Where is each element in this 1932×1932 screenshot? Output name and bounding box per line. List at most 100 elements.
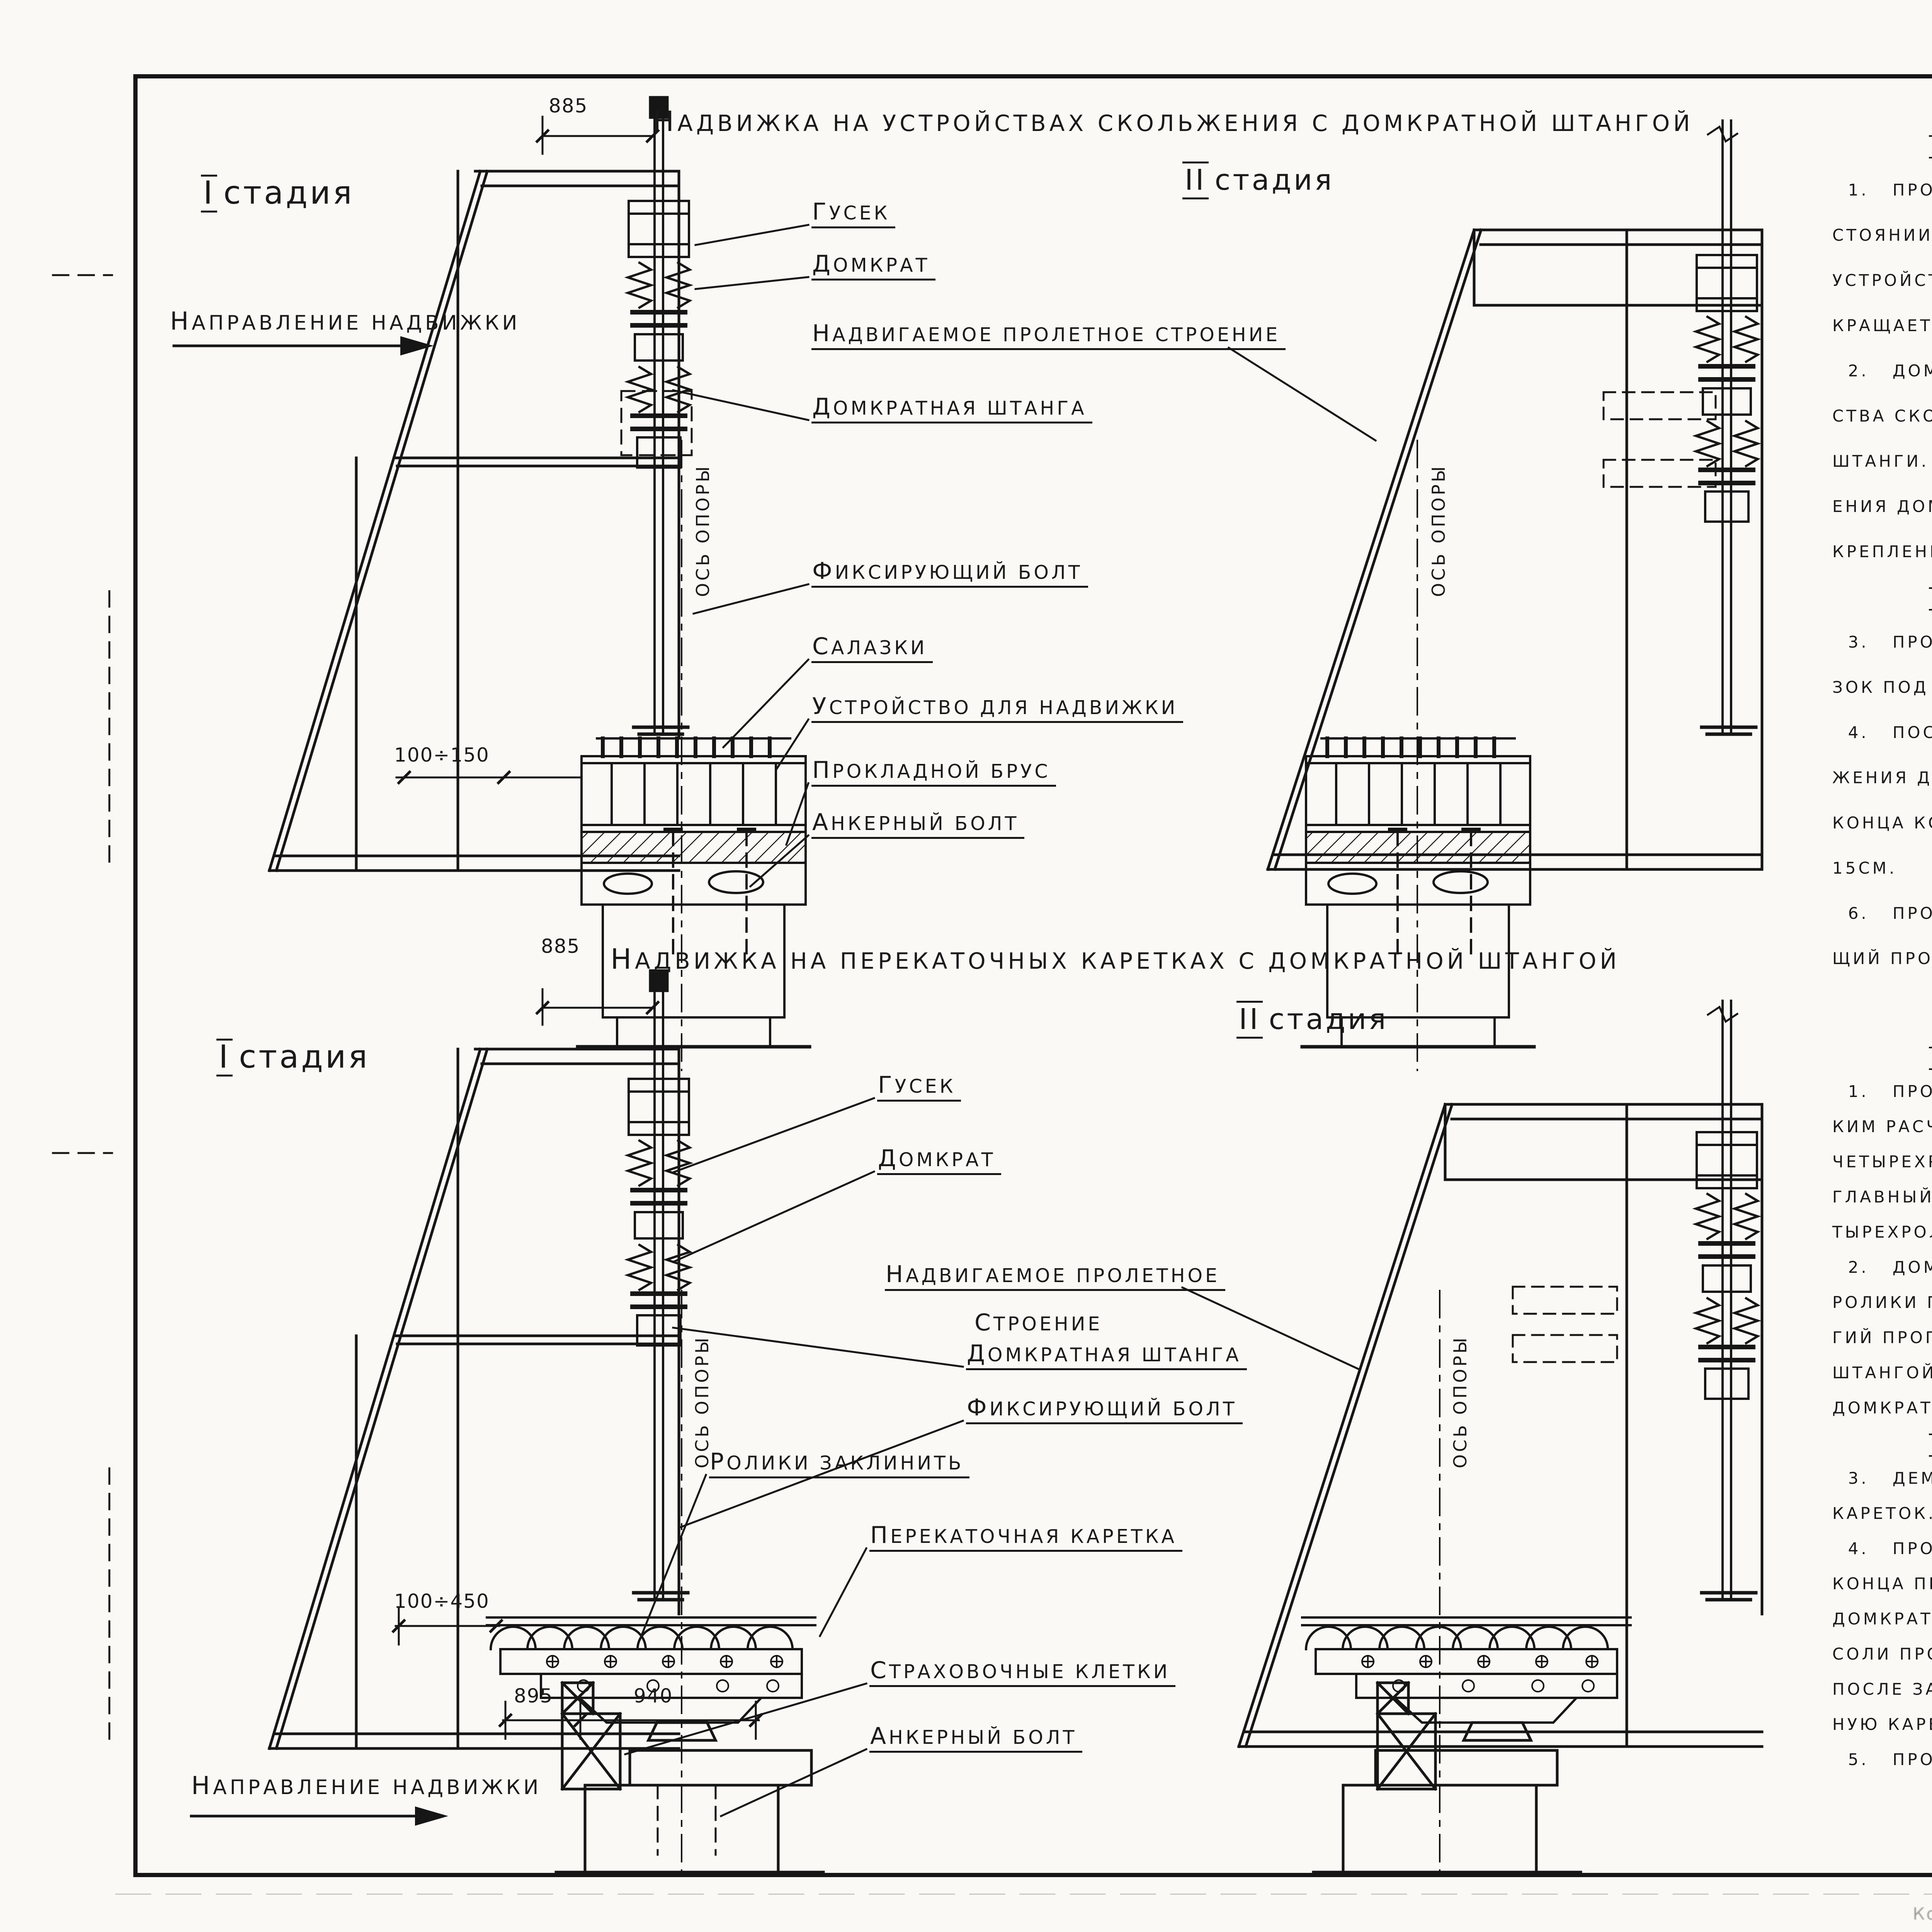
label-span: Надвигаемое пролетное строение <box>811 323 1286 350</box>
fig1-girder <box>52 169 693 872</box>
procedure-line: 1. Пролетное строение надвигается в прол… <box>1848 1082 1932 1101</box>
label-spacer-beam: Прокладной брус <box>811 759 1056 787</box>
scheme2-title: Надвижка на перекаточных каретках с домк… <box>611 943 1620 975</box>
label-fixing-bolt-2: Фиксирующий болт <box>966 1397 1243 1424</box>
procedure-line: Главный балансир восьмирольной перекаточ… <box>1832 1187 1932 1206</box>
stage-roman: I <box>201 175 218 213</box>
procedure-line: зок под пролетное строение. <box>1832 678 1929 697</box>
fig4-axis-label: Ось опоры <box>1450 1335 1471 1468</box>
label-anchor-bolt: Анкерный болт <box>811 811 1025 839</box>
procedure-block-2: Последовательность производства работ Iс… <box>1832 1008 1932 1785</box>
scheme1-direction-label: Направление надвижки <box>170 307 520 336</box>
fig4-jack-rod <box>1696 1000 1758 1602</box>
procedure-line: ства скольжения с установкой салазок под… <box>1832 406 1932 425</box>
label-anchor-bolt-2: Анкерный болт <box>869 1725 1083 1753</box>
scheme2-direction-label: Направление надвижки <box>191 1772 542 1800</box>
procedure-line: стоянии между торцом пролетного строения… <box>1832 226 1932 245</box>
dim-940: 940 <box>634 1685 673 1707</box>
dim-885: 885 <box>549 95 588 117</box>
fig1-jack-rod <box>628 96 690 736</box>
fig3-dims <box>391 988 763 1740</box>
procedure-line: штангой. Устанавливаются фиксирующие бол… <box>1832 1363 1932 1382</box>
procedure-line: 2. Домкратная штанга опускается на накат… <box>1848 361 1932 380</box>
fig3-leaders <box>624 1097 1362 1818</box>
procedure-line: кращается. <box>1832 316 1932 335</box>
stage-roman: I <box>216 1039 233 1077</box>
procedure-line: 5. Производится надвижка пролетного стро… <box>1848 1750 1932 1769</box>
fig4-carriage-pier <box>1302 1617 1631 1874</box>
procedure-line: 1. Пролетное строение надвигается в прол… <box>1848 180 1932 199</box>
procedure-line: щий пролет. <box>1832 949 1932 968</box>
procedure-line: тырехрольный балансир подклиниваются на … <box>1832 1223 1932 1242</box>
procedure-line: жения домкратная штанга поднимается на в… <box>1832 768 1932 787</box>
fig3-axis-label: Ось опоры <box>692 1335 713 1468</box>
procedure-column: Последовательность производства работ Iс… <box>1832 97 1932 1785</box>
procedure-line: 3. Демонтируются упоры, заклинивающие ро… <box>1848 1469 1932 1488</box>
fig2-girder <box>1266 228 1764 871</box>
drawing-frame <box>133 74 1932 1877</box>
label-rod: Домкратная штанга <box>811 396 1092 423</box>
fig3-jack-rod <box>628 969 690 1602</box>
label-gusek: Гусек <box>811 201 896 228</box>
label-device: Устройство для надвижки <box>811 696 1184 723</box>
procedure-line: ения домкратной штангой. Устанавливаются… <box>1832 497 1932 516</box>
stage-roman: II <box>1182 162 1209 199</box>
procedure-line: кареток. <box>1832 1504 1932 1523</box>
dim-885-2: 885 <box>541 935 580 957</box>
label-rod-2: Домкратная штанга <box>966 1343 1247 1370</box>
direction-arrow-icon <box>415 1806 448 1826</box>
procedure-line: 15см. <box>1832 859 1897 878</box>
procedure-line: устройства на опоре 10÷15см надвижка про… <box>1832 271 1932 290</box>
label-span-line2: строение <box>975 1309 1103 1336</box>
fig1-pier-device <box>578 738 810 1047</box>
fig1-axis-label: Ось опоры <box>692 464 713 597</box>
procedure-line: 3. Пролетное строение надвигается на опо… <box>1848 633 1932 651</box>
fig2-axis-label: Ось опоры <box>1428 464 1449 597</box>
procedure-block-1: Последовательность производства работ Iс… <box>1832 97 1932 994</box>
procedure-line: домкратной штанги. <box>1832 1398 1932 1417</box>
procedure-line: Ролики перекаточной каретки заклиниваютс… <box>1832 1293 1932 1312</box>
fig2-jack-rod <box>1696 119 1758 736</box>
label-gusek-2: Гусек <box>877 1074 961 1102</box>
direction-arrow-icon <box>400 336 434 355</box>
label-safety-cribs: Страховочные клетки <box>869 1660 1176 1687</box>
procedure-line: ким расчетом, чтобы ось домкратной штанг… <box>1832 1117 1932 1136</box>
label-jack-2: Домкрат <box>877 1148 1001 1175</box>
procedure-line: крепления лыжи домкратной штанги. <box>1832 542 1932 561</box>
procedure-heading: Последовательность производства работ <box>1832 1008 1932 1035</box>
procedure-line: конца консоли пролетного строения в след… <box>1832 813 1932 832</box>
label-carriage: Перекаточная каретка <box>869 1524 1183 1552</box>
procedure-line: 6. Производится надвижка пролетного стро… <box>1848 904 1932 923</box>
procedure-line: конца пролетного строения на 5-й ролик п… <box>1832 1574 1932 1593</box>
procedure-line: 2. Домкратная штанга опускается на перек… <box>1848 1258 1932 1277</box>
fig1-dims <box>395 116 660 785</box>
procedure-line: 4. Пролетное строение надвигается на опо… <box>1848 1539 1932 1558</box>
procedure-line: домкратная штанга поднимается на величин… <box>1832 1609 1932 1628</box>
procedure-line: штанги. Выбирается упругий прогиб конца … <box>1832 452 1929 471</box>
dim-895: 895 <box>514 1685 553 1707</box>
procedure-line: соли пролетного строения в следующем про… <box>1832 1645 1932 1663</box>
procedure-line: После захода конца пролетного строения п… <box>1832 1680 1932 1699</box>
label-wedge-rollers: Ролики заклинить <box>709 1451 969 1478</box>
fig4-girder <box>1237 1102 1764 1748</box>
label-jack: Домкрат <box>811 253 935 281</box>
label-span-line1: Надвигаемое пролетное <box>885 1264 1226 1291</box>
fig1-leaders <box>672 224 1377 888</box>
scheme1-title: Надвижка на устройствах скольжения с дом… <box>653 105 1694 138</box>
procedure-line: ную каретку снимается подклинка балансир… <box>1832 1715 1932 1734</box>
stamp-copied: Копировал Шкилена <box>1913 1904 1932 1924</box>
procedure-heading: Последовательность производства работ <box>1832 97 1932 124</box>
dim-100-450: 100÷450 <box>394 1590 490 1612</box>
procedure-line: 4. После захода пролетного строения на у… <box>1848 723 1932 742</box>
